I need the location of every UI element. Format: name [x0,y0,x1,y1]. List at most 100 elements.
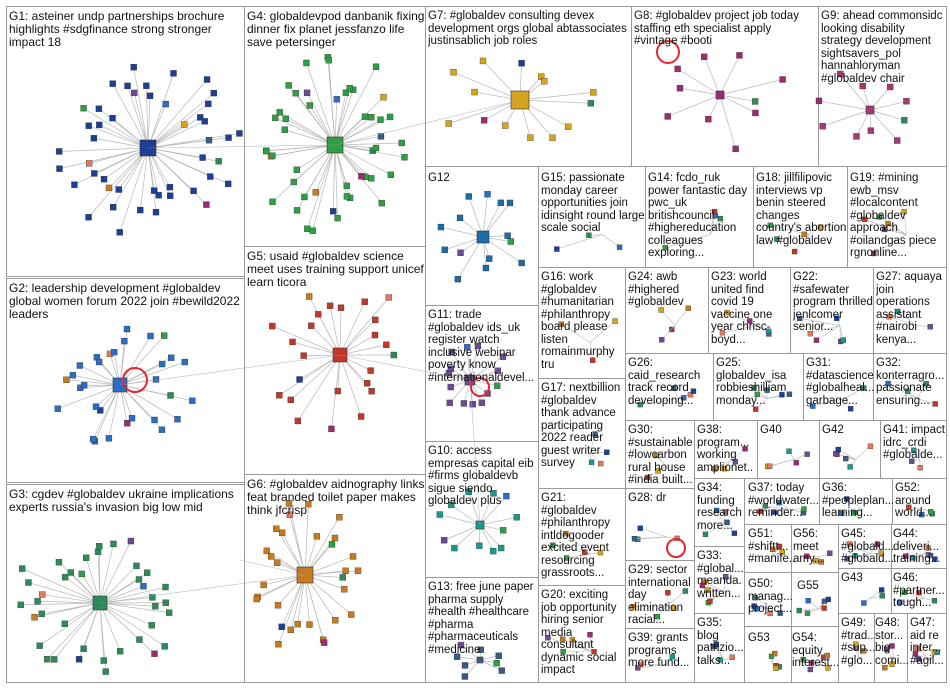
node [342,567,349,575]
node [346,84,353,92]
edge [589,433,596,453]
node [808,660,815,666]
edge [839,325,841,342]
node [631,536,638,542]
node [554,246,560,252]
node [635,665,641,671]
node [203,201,210,208]
group-box-g8 [631,6,819,167]
node [294,620,301,628]
node [910,555,916,561]
node [69,372,77,379]
edge [304,504,309,576]
cluster-g9 [815,70,910,144]
node [582,549,588,556]
node [293,166,301,173]
node [331,534,339,542]
group-box-g55 [791,572,839,627]
node [96,543,103,550]
node [174,416,181,423]
edge [119,335,151,386]
group-box-g37 [744,478,820,525]
edge [468,196,484,238]
node [527,134,534,141]
node [401,154,408,161]
edge [279,112,336,146]
node [115,186,122,193]
node [821,605,827,611]
node [717,215,724,222]
node [95,358,103,366]
node [437,223,445,231]
group-box-g11 [425,305,539,442]
node [883,646,890,652]
edge [702,585,725,592]
node [205,137,213,144]
group-box-g52 [892,478,947,525]
edge [719,79,783,96]
node [800,656,806,663]
cluster-g6 [253,500,362,648]
node [801,231,807,238]
edge [562,638,591,652]
cluster-g11 [445,342,507,408]
node [499,353,507,360]
node [441,246,448,253]
node [894,308,901,315]
node [932,401,938,407]
cluster-g56 [804,550,833,565]
node [824,652,830,659]
node [61,620,68,627]
cluster-g47 [912,645,941,662]
edge [290,354,341,401]
cluster-g4 [263,54,408,234]
edge [147,147,229,185]
edge [726,312,758,326]
node [377,133,385,140]
node [844,496,850,502]
node [361,298,368,305]
node [158,426,166,433]
node [457,249,464,256]
node [372,63,380,70]
node [497,199,505,207]
edge [334,144,392,176]
edge [719,94,756,102]
node [148,622,155,629]
node [225,134,232,141]
edge [292,341,341,356]
cluster-g33 [699,574,729,606]
edge [719,94,756,114]
edge [281,574,306,628]
node [807,330,814,337]
edge [296,144,336,211]
edge [760,508,790,512]
edge [99,602,121,652]
edge [112,147,149,208]
edge [703,56,721,96]
node [497,544,505,552]
node [707,598,713,604]
node [751,98,759,105]
edge [119,147,149,233]
edge [339,301,366,356]
node [378,199,385,207]
node [702,531,709,538]
node [306,102,314,109]
node [490,547,497,555]
edge [799,608,820,611]
cluster-g18 [767,222,824,255]
edge [905,553,925,557]
node [464,344,471,351]
node [450,69,457,76]
node [638,661,644,668]
node [38,610,45,617]
edge [667,94,721,117]
node [225,180,232,188]
node [665,590,671,596]
node [334,387,341,395]
node [89,435,97,443]
edge [884,229,907,235]
node [541,78,548,85]
